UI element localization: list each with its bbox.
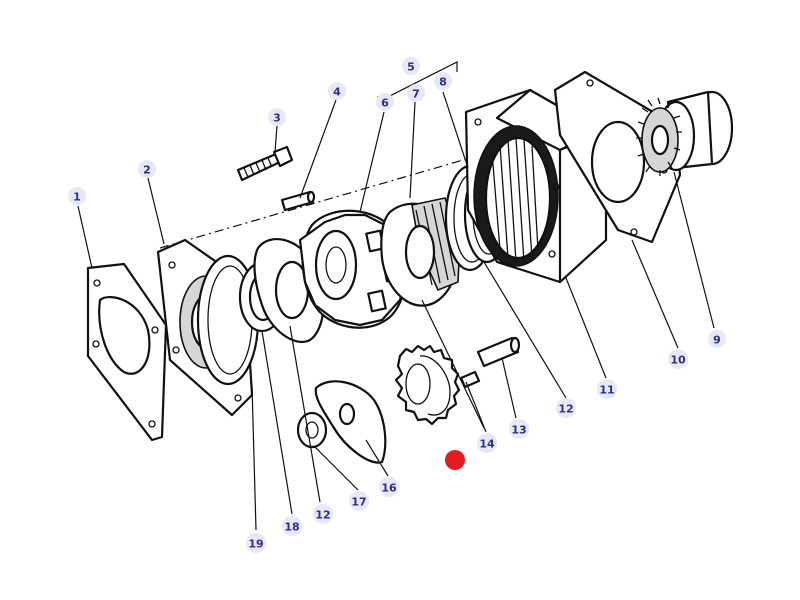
- svg-text:4: 4: [333, 86, 341, 99]
- callout-12-right: 12: [556, 398, 576, 418]
- callout-4: 4: [328, 82, 346, 100]
- svg-text:3: 3: [273, 112, 281, 125]
- part-gasket-plate: [86, 262, 168, 442]
- svg-text:19: 19: [248, 538, 263, 551]
- callout-16: 16: [379, 477, 399, 497]
- callout-3: 3: [268, 108, 286, 126]
- callout-6: 6: [376, 93, 394, 111]
- svg-text:12: 12: [315, 509, 330, 522]
- part-thrust-plate: [314, 380, 387, 464]
- svg-text:8: 8: [439, 76, 447, 89]
- part-bolt: [236, 145, 294, 182]
- part-planet-pin: [476, 336, 521, 368]
- center-axis: [159, 157, 471, 249]
- callout-10: 10: [668, 349, 688, 369]
- svg-text:12: 12: [558, 403, 573, 416]
- svg-text:2: 2: [143, 164, 151, 177]
- callout-5: 5: [402, 57, 420, 75]
- callout-14: 14: [477, 433, 497, 453]
- svg-text:11: 11: [599, 384, 614, 397]
- callout-1: 1: [68, 187, 86, 205]
- svg-text:16: 16: [381, 482, 397, 495]
- callout-9: 9: [708, 330, 726, 348]
- svg-text:14: 14: [479, 438, 495, 451]
- svg-text:13: 13: [511, 424, 526, 437]
- callout-11: 11: [597, 379, 617, 399]
- svg-text:5: 5: [407, 61, 415, 74]
- highlight-marker: [445, 450, 465, 470]
- svg-text:17: 17: [351, 496, 366, 509]
- callout-8: 8: [434, 72, 452, 90]
- callout-18: 18: [282, 516, 302, 536]
- part-small-pin: [459, 370, 481, 389]
- callout-7: 7: [407, 84, 425, 102]
- part-dowel-pin: [280, 190, 316, 212]
- callout-19: 19: [246, 533, 266, 553]
- callout-17: 17: [349, 491, 369, 511]
- svg-text:1: 1: [73, 191, 81, 204]
- part-planet-gear: [394, 344, 461, 426]
- svg-text:7: 7: [412, 88, 420, 101]
- part-drive-hub: [636, 90, 734, 176]
- part-washer: [296, 411, 328, 449]
- svg-text:6: 6: [381, 97, 389, 110]
- callout-12-left: 12: [313, 504, 333, 524]
- svg-text:9: 9: [713, 334, 721, 347]
- svg-text:18: 18: [284, 521, 299, 534]
- callout-13: 13: [509, 419, 529, 439]
- callout-2: 2: [138, 160, 156, 178]
- svg-text:10: 10: [670, 354, 686, 367]
